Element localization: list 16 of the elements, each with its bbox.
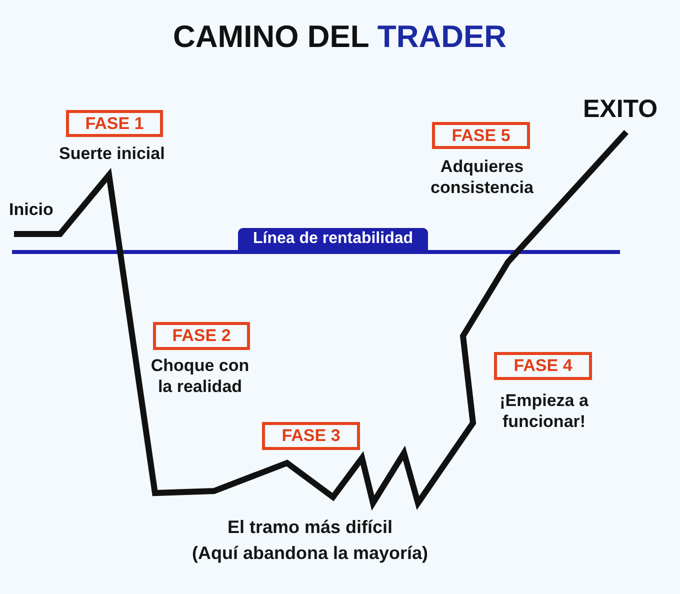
path-line — [14, 130, 629, 511]
phase-description: Choque con la realidad — [150, 355, 250, 397]
start-label: Inicio — [9, 198, 54, 231]
line-label-tab: Línea de rentabilidad — [238, 228, 428, 250]
phase-tag: FASE 1 — [66, 110, 163, 137]
phase-tag: FASE 3 — [262, 422, 360, 450]
phase-tag: FASE 5 — [432, 122, 530, 149]
title: CAMINO DEL TRADER — [173, 19, 507, 55]
phase-tag: FASE 2 — [153, 322, 250, 350]
phase-tag: FASE 4 — [494, 352, 592, 380]
note-text: (Aquí abandona la mayoría) — [192, 542, 428, 565]
phase-description: Adquieres consistencia — [430, 156, 534, 198]
phase-description: ¡Empieza a funcionar! — [498, 390, 590, 432]
note-text: El tramo más difícil — [228, 516, 393, 539]
phase-description: Suerte inicial — [59, 143, 165, 164]
goal-label: EXITO — [583, 92, 658, 132]
